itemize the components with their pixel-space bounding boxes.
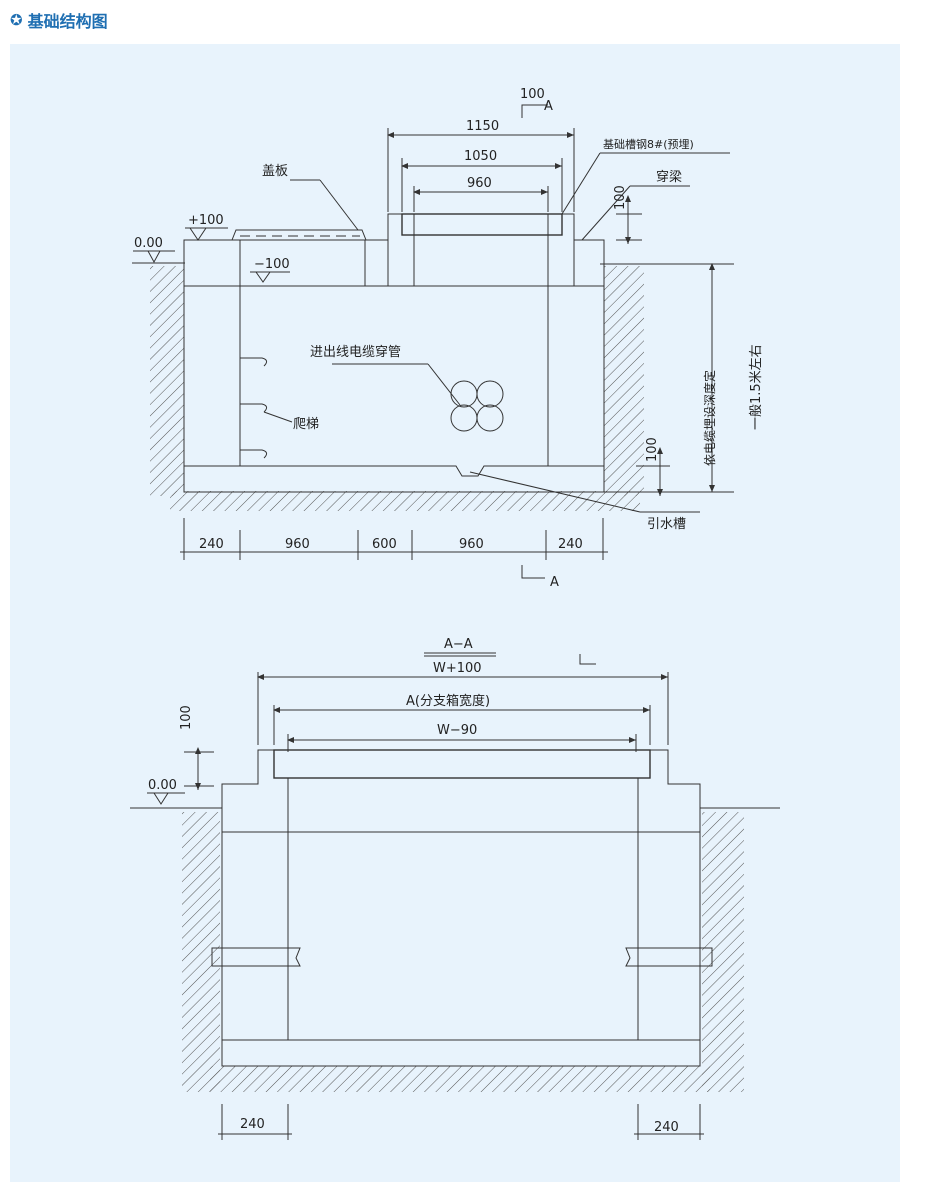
- cable-pipe-label: 进出线电缆穿管: [310, 344, 401, 360]
- center-left-pillar: [387, 213, 415, 287]
- zero-level-icon-2: [153, 792, 169, 805]
- plus100-label: +100: [188, 213, 224, 228]
- right-pipe-sleeve: [625, 947, 713, 967]
- left-concrete-cap: [183, 239, 241, 287]
- cable-pipes: [450, 380, 504, 432]
- left-pipe-sleeve: [211, 947, 301, 967]
- bottom-dim-3: 600: [372, 537, 397, 552]
- minus100-label: −100: [254, 257, 290, 272]
- a-width-label: A(分支箱宽度): [406, 693, 490, 709]
- section-right-brick-wall: [637, 831, 701, 1041]
- dim-240-right: 240: [654, 1120, 679, 1135]
- center-opening: [413, 234, 549, 287]
- section-aa-diagram: A−A W+100 A(分支箱宽度) W−90 100 0.00: [130, 637, 780, 1140]
- bottom-dim-1: 240: [199, 537, 224, 552]
- w-plus-100-label: W+100: [433, 661, 482, 676]
- plan-section-diagram: +100 0.00 −100 盖板 100 A 1150 1050 960: [132, 87, 764, 590]
- cover-plate: [231, 229, 367, 241]
- bottom-dim-5: 240: [558, 537, 583, 552]
- cross-beam-label: 穿梁: [656, 169, 682, 185]
- zero-level-label-2: 0.00: [148, 778, 177, 793]
- star-icon: ✪: [10, 11, 23, 29]
- plus100-level-icon: [189, 227, 207, 241]
- depth-approx: 一般1.5米左右: [748, 344, 764, 430]
- channel-steel-label: 基础槽钢8#(预埋): [603, 138, 694, 151]
- bottom-dim-4: 960: [459, 537, 484, 552]
- cover-label: 盖板: [262, 164, 288, 179]
- dim-100-top: 100: [520, 87, 545, 102]
- section-channel-beam: [273, 749, 651, 779]
- section-a-top: A: [544, 99, 553, 114]
- dim-1050: 1050: [464, 149, 497, 164]
- ladder: [240, 357, 268, 459]
- drain-label: 引水槽: [647, 517, 686, 532]
- section-header: ✪ 基础结构图: [10, 8, 108, 32]
- top-dimensions: 1150 1050 960: [387, 119, 575, 212]
- w-minus-90-label: W−90: [437, 723, 477, 738]
- bottom-dimensions: 240 960 600 960 240: [180, 518, 608, 560]
- section-aa-label: A−A: [444, 637, 473, 652]
- right-concrete-cap: [573, 239, 605, 287]
- zero-level-label: 0.00: [134, 236, 163, 251]
- channel-steel-beam: [401, 213, 563, 236]
- center-left-base: [364, 239, 389, 287]
- section-top-cap: [221, 749, 701, 833]
- dim-100-bottom: 100: [645, 437, 660, 462]
- section-a-bottom: A: [550, 575, 559, 590]
- left-brick-wall: [183, 285, 241, 467]
- dim-100-v: 100: [179, 705, 194, 730]
- ladder-label: 爬梯: [293, 417, 319, 432]
- zero-level-icon: [147, 250, 161, 264]
- ground-hatching: [132, 262, 670, 511]
- section-bottom-slab: [221, 1039, 701, 1067]
- center-right-pillar: [547, 213, 575, 287]
- dim-1150: 1150: [466, 119, 499, 134]
- diagram-panel: [10, 44, 900, 1182]
- right-brick-wall: [547, 285, 605, 467]
- section-title: 基础结构图: [27, 12, 108, 31]
- dim-240-left: 240: [240, 1117, 265, 1132]
- section-left-brick-wall: [221, 831, 289, 1041]
- bottom-dim-2: 960: [285, 537, 310, 552]
- dim-100-right: 100: [613, 185, 628, 210]
- depth-note: 依电缆埋设深度定: [702, 370, 717, 466]
- minus100-level-icon: [255, 271, 271, 283]
- dim-960-top: 960: [467, 176, 492, 191]
- bottom-slab: [183, 465, 605, 493]
